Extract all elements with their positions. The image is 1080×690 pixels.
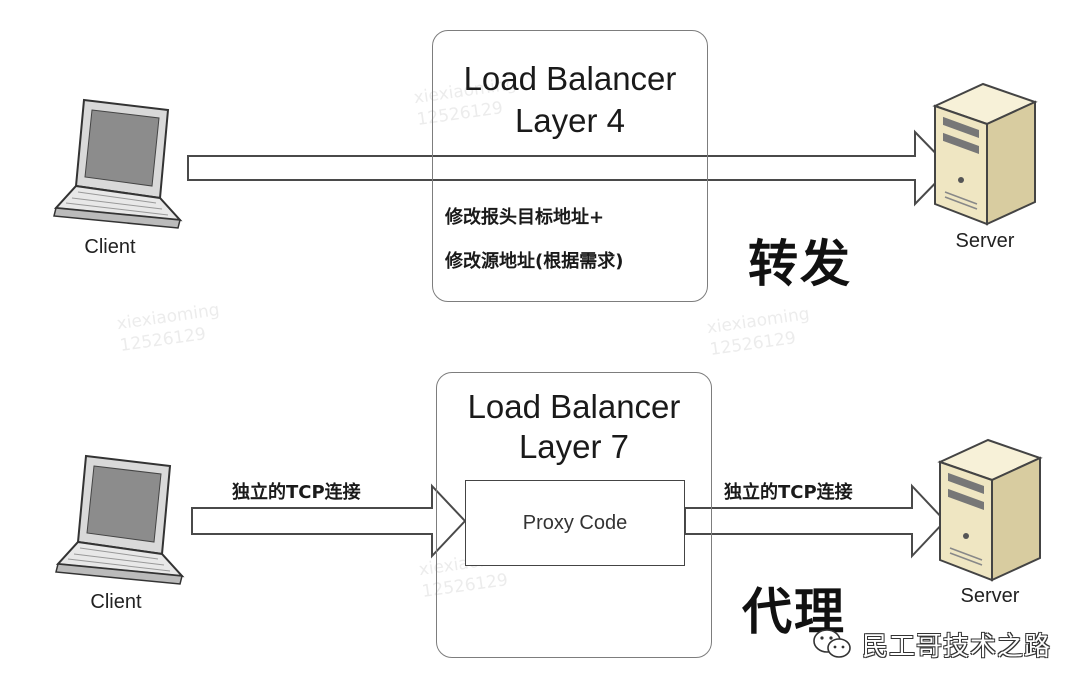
layer4-note-line1: 修改报头目标地址+ [445,207,605,228]
server-label: Server [960,585,1020,607]
brand-watermark-text: 民工哥技术之路 [862,631,1052,662]
layer4-forward-arrow [187,129,952,207]
left-tcp-connection-label: 独立的TCP连接 [232,482,361,503]
server-icon [932,82,1038,226]
layer4-load-balancer-box: Load Balancer Layer 4 修改报头目标地址+ 修改源地址(根据… [432,30,708,302]
layer7-server-arrow [684,483,947,559]
wechat-icon [813,629,851,658]
client-label: Client [84,236,136,258]
brand-watermark: 民工哥技术之路 [812,624,1051,664]
forward-label: 转发 [748,235,852,293]
server-label: Server [955,230,1015,252]
right-tcp-connection-label: 独立的TCP连接 [724,482,853,503]
layer4-title-line1: Load Balancer [463,60,677,97]
layer4-title-line2: Layer 4 [514,102,626,139]
laptop-icon [55,454,185,585]
server-icon [937,438,1043,582]
laptop-icon [53,98,183,229]
layer4-note-line2: 修改源地址(根据需求) [445,251,624,272]
client-label: Client [90,591,142,613]
layer7-title-line2: Layer 7 [518,428,630,465]
layer7-title-line1: Load Balancer [467,388,681,425]
proxy-code-box: Proxy Code [465,480,685,566]
layer7-client-arrow [191,483,467,559]
layer7-load-balancer-box: Load Balancer Layer 7 [436,372,712,658]
